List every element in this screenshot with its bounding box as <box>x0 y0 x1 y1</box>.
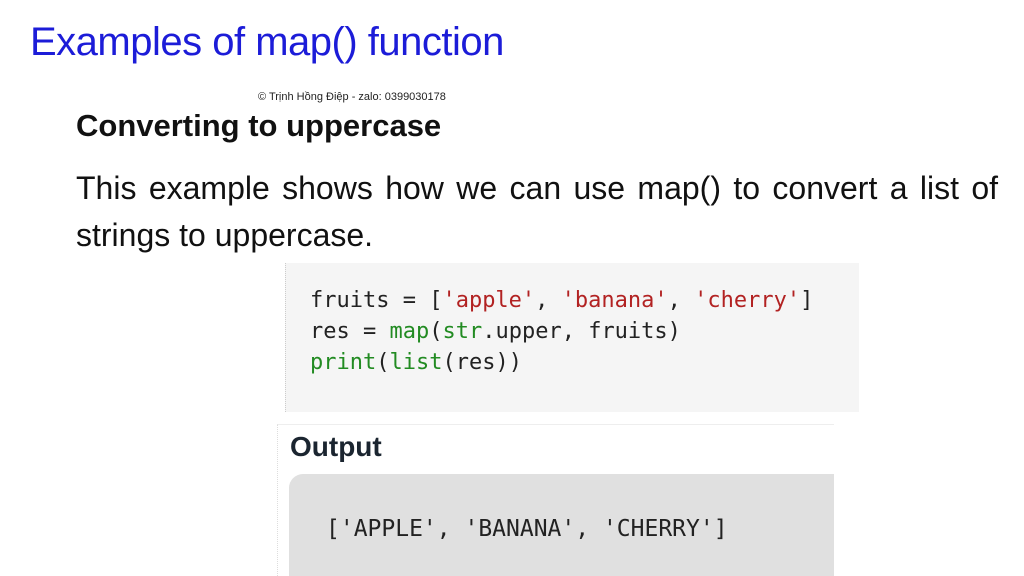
code-text: fruits = ['apple', 'banana', 'cherry'] r… <box>310 285 813 378</box>
code-token: fruits = [ <box>310 288 443 313</box>
output-label: Output <box>290 431 382 462</box>
output-box: ['APPLE', 'BANANA', 'CHERRY'] <box>289 474 834 576</box>
output-text: ['APPLE', 'BANANA', 'CHERRY'] <box>326 516 728 542</box>
code-line-3: print(list(res)) <box>310 350 522 375</box>
code-token: ( <box>429 319 443 344</box>
code-token: .upper, fruits) <box>482 319 681 344</box>
code-line-2: res = map(str.upper, fruits) <box>310 319 681 344</box>
builtin-name: map <box>389 319 430 344</box>
builtin-name: print <box>310 350 377 375</box>
code-token: ( <box>376 350 390 375</box>
body-text: This example shows how we can use map() … <box>76 170 998 253</box>
code-line-1: fruits = ['apple', 'banana', 'cherry'] <box>310 288 813 313</box>
builtin-name: str <box>442 319 483 344</box>
code-block: fruits = ['apple', 'banana', 'cherry'] r… <box>285 263 859 412</box>
code-token: ] <box>800 288 814 313</box>
string-literal: 'apple' <box>442 288 536 313</box>
code-token: res = <box>310 319 390 344</box>
code-token: , <box>667 288 695 313</box>
code-token: (res)) <box>442 350 522 375</box>
slide-title: Examples of map() function <box>30 20 504 64</box>
string-literal: 'cherry' <box>694 288 801 313</box>
output-panel: Output ['APPLE', 'BANANA', 'CHERRY'] <box>277 424 834 576</box>
section-heading: Converting to uppercase <box>76 108 442 143</box>
builtin-name: list <box>389 350 443 375</box>
string-literal: 'banana' <box>561 288 668 313</box>
code-token: , <box>535 288 562 313</box>
copyright-note: © Trịnh Hồng Điệp - zalo: 0399030178 <box>258 91 446 103</box>
